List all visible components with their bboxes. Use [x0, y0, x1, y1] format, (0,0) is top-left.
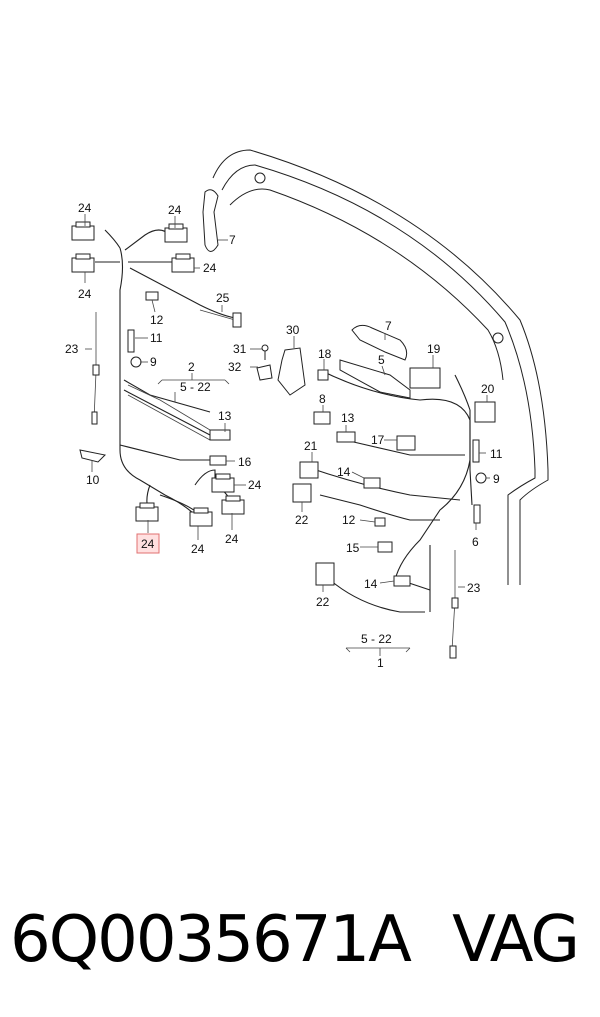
connector-24-ml: [71, 253, 95, 273]
callout-23: 23: [467, 581, 481, 595]
callout-24: 24: [191, 542, 205, 556]
left-harness-wires: [95, 229, 236, 516]
part-6: [473, 504, 481, 524]
callout-1: 1: [377, 656, 384, 670]
callout-8: 8: [319, 392, 326, 406]
callout-24: 24: [168, 203, 182, 217]
callout-20: 20: [481, 382, 495, 396]
brand-name: VAG: [452, 903, 580, 977]
callout-7: 7: [229, 233, 236, 247]
clip-12-left: [145, 291, 159, 301]
callout-7: 7: [385, 319, 392, 333]
callout-24: 24: [78, 201, 92, 215]
part-19: [409, 367, 441, 389]
screw-31: [261, 344, 269, 360]
connector-13-right: [336, 431, 356, 443]
connector-13-left: [209, 429, 231, 441]
harness-23-right: [449, 550, 459, 659]
callout-14: 14: [337, 465, 351, 479]
callout-10: 10: [86, 473, 100, 487]
clip-9-left: [130, 356, 142, 368]
callout-6: 6: [472, 535, 479, 549]
callout-9: 9: [150, 355, 157, 369]
callout-21: 21: [304, 439, 318, 453]
callout-24: 24: [78, 287, 92, 301]
connector-24-bm: [189, 507, 213, 527]
callout-labels: 24 24 7 24 24 25 12 23 11 9 2 5 - 22 13 …: [65, 201, 503, 670]
callout-16: 16: [238, 455, 252, 469]
callout-11: 11: [150, 331, 163, 345]
clip-9-right: [475, 472, 487, 484]
callout-14: 14: [364, 577, 378, 591]
callout-17: 17: [371, 433, 385, 447]
callout-5-22: 5 - 22: [180, 380, 211, 394]
part-18: [317, 369, 329, 381]
parts: [71, 189, 496, 659]
clip-11-right: [472, 439, 480, 463]
callout-24: 24: [225, 532, 239, 546]
callout-12: 12: [342, 513, 356, 527]
connector-22-lower: [315, 562, 335, 586]
callout-24-highlighted: 24: [141, 537, 155, 551]
callout-9: 9: [493, 472, 500, 486]
callout-15: 15: [346, 541, 360, 555]
callout-13: 13: [341, 411, 355, 425]
connector-24-bl: [135, 502, 159, 522]
callout-19: 19: [427, 342, 441, 356]
grip-7-left: [202, 189, 219, 252]
harness-23-left: [91, 312, 100, 425]
wiring-harness-diagram: 24 24 7 24 24 25 12 23 11 9 2 5 - 22 13 …: [65, 149, 549, 670]
connector-21: [299, 461, 319, 479]
callout-5-22: 5 - 22: [361, 632, 392, 646]
callout-2: 2: [188, 360, 195, 374]
callout-13: 13: [218, 409, 232, 423]
connector-24-br: [221, 495, 245, 515]
leader-lines: [84, 214, 490, 656]
connector-24-tl: [71, 221, 95, 241]
callout-5: 5: [378, 353, 385, 367]
tailgate-outline: [212, 149, 549, 585]
callout-24: 24: [203, 261, 217, 275]
callout-32: 32: [228, 360, 242, 374]
callout-11: 11: [490, 447, 503, 461]
connector-15: [377, 541, 393, 553]
clip-11-left: [127, 329, 135, 353]
callout-23: 23: [65, 342, 79, 356]
grip-7-right: [351, 324, 408, 361]
part-10: [79, 449, 107, 463]
connector-24-r: [211, 473, 235, 493]
callout-12: 12: [150, 313, 164, 327]
callout-30: 30: [286, 323, 300, 337]
sensor-14-lower: [393, 575, 411, 587]
callout-22: 22: [295, 513, 309, 527]
part-number: 6Q0035671A: [10, 903, 412, 977]
connector-22-upper: [292, 483, 312, 503]
callout-22: 22: [316, 595, 330, 609]
callout-31: 31: [233, 342, 247, 356]
callout-24: 24: [248, 478, 262, 492]
sensor-14-upper: [363, 477, 381, 489]
highlight-box: [136, 533, 160, 554]
clip-32: [256, 364, 273, 381]
right-harness-wires: [309, 369, 473, 613]
connector-16: [209, 455, 227, 466]
callout-18: 18: [318, 347, 332, 361]
caption: 6Q0035671A VAG: [10, 895, 600, 985]
part-20: [474, 401, 496, 423]
part-5-bar: [339, 359, 411, 399]
connector-24-tr: [164, 223, 188, 243]
part-8: [313, 411, 331, 425]
part-25: [199, 309, 242, 328]
clip-12-right: [374, 517, 386, 527]
callout-25: 25: [216, 291, 230, 305]
connector-24-mr: [171, 253, 195, 273]
connector-17: [396, 435, 416, 451]
bracket-30: [277, 347, 306, 396]
